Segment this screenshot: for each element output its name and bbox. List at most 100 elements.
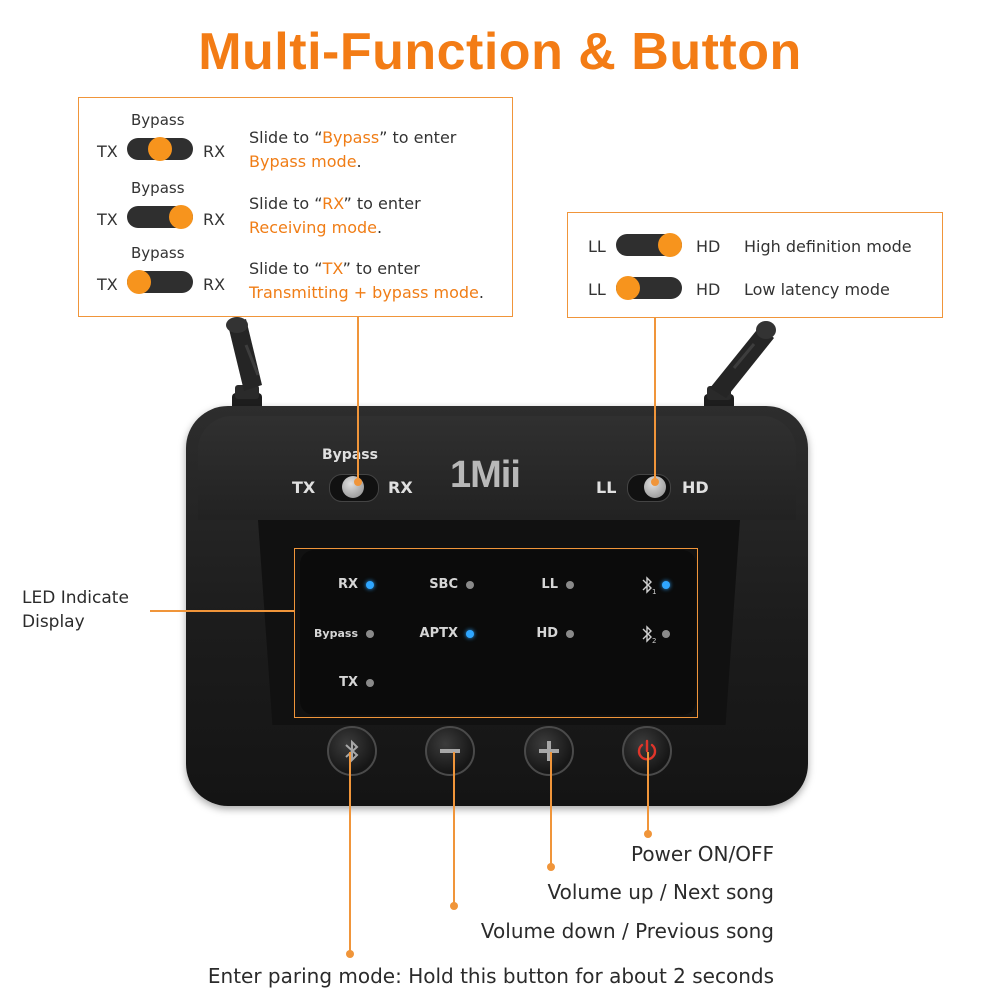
desc-mode: Bypass mode [249,152,357,171]
desc-text: ” to enter [343,194,421,213]
switch-knob [644,476,666,498]
desc-text: Slide to “ [249,128,323,147]
volume-down-callout: Volume down / Previous song [480,919,774,943]
toggle-knob [658,233,682,257]
mode-switch-legend: Bypass TX RX Slide to “Bypass” to enter … [78,97,513,317]
volup-callout-line [550,752,552,866]
pairing-callout: Enter paring mode: Hold this button for … [207,964,774,988]
led-label-hd: HD [536,626,558,641]
voldown-callout-line [453,752,455,904]
mode-toggle-rx [127,205,193,229]
led-label-aptx: APTX [419,626,458,641]
brand-logo: 1Mii [450,454,521,496]
desc-mode: Receiving mode [249,218,377,237]
device-rx-label: RX [388,478,413,497]
pairing-callout-line [349,752,351,952]
volup-callout-dot [547,863,555,871]
desc-text: ” to enter [379,128,457,147]
led-callout-line2: Display [22,612,85,632]
led-callout-line [150,610,295,612]
desc-highlight: TX [322,259,343,278]
codec-toggle-ll [616,276,682,300]
volume-up-callout: Volume up / Next song [547,880,774,904]
hd-label: HD [696,280,721,299]
desc-text: Slide to “ [249,259,323,278]
mode-toggle-tx [127,270,193,294]
desc-text: Slide to “ [249,194,323,213]
led-rx [366,581,374,589]
led-display-highlight [294,548,698,718]
bluetooth-button[interactable] [327,726,377,776]
desc-end: . [478,283,484,302]
ll-description: Low latency mode [744,280,890,299]
bluetooth-1-icon: 1 [640,575,658,596]
plus-icon [539,741,559,761]
led-bypass [366,630,374,638]
toggle-knob [148,137,172,161]
led-hd [566,630,574,638]
toggle-knob [616,276,640,300]
codec-toggle-hd [616,233,682,257]
led-aptx [466,630,474,638]
device-ll-label: LL [596,478,617,497]
codec-switch-legend: LL HD High definition mode LL HD Low lat… [567,212,943,318]
desc-highlight: RX [322,194,344,213]
device-codec-switch[interactable] [627,474,671,502]
led-ll [566,581,574,589]
tx-label: TX [97,142,118,161]
desc-mode: Transmitting + bypass mode [249,283,479,302]
led-bt1 [662,581,670,589]
led-label-bypass: Bypass [314,627,358,640]
desc-highlight: Bypass [322,128,380,147]
device-tx-label: TX [292,478,316,497]
codec-callout-line [654,317,656,480]
mode-callout-dot [354,478,362,486]
tx-description: Slide to “TX” to enter Transmitting + by… [249,257,484,305]
device-bezel [198,416,796,520]
bypass-label: Bypass [131,244,185,262]
codec-callout-dot [651,478,659,486]
tx-label: TX [97,210,118,229]
power-callout-dot [644,830,652,838]
device-mode-switch[interactable] [329,474,379,502]
volume-down-button[interactable] [425,726,475,776]
toggle-knob [127,270,151,294]
led-label-tx: TX [339,675,358,690]
desc-text: ” to enter [342,259,420,278]
toggle-knob [169,205,193,229]
ll-label: LL [588,280,606,299]
power-callout-line [647,752,649,832]
mode-callout-line [357,316,359,480]
led-bt2 [662,630,670,638]
led-callout-line1: LED Indicate [22,588,129,608]
rx-label: RX [203,142,226,161]
rx-label: RX [203,275,226,294]
led-label-rx: RX [337,577,358,592]
hd-description: High definition mode [744,237,912,256]
led-label-sbc: SBC [429,577,458,592]
led-label-ll: LL [541,577,558,592]
tx-label: TX [97,275,118,294]
led-display-callout: LED Indicate Display [22,586,129,634]
mode-toggle-bypass [127,137,193,161]
volume-up-button[interactable] [524,726,574,776]
bluetooth-icon [345,739,359,763]
bypass-label: Bypass [131,179,185,197]
svg-text:2: 2 [652,637,656,644]
led-sbc [466,581,474,589]
bluetooth-2-icon: 2 [640,624,658,645]
bypass-label: Bypass [131,111,185,129]
power-callout: Power ON/OFF [630,842,774,866]
rx-label: RX [203,210,226,229]
desc-end: . [356,152,362,171]
pairing-callout-dot [346,950,354,958]
ll-label: LL [588,237,606,256]
svg-text:1: 1 [652,588,656,595]
desc-end: . [377,218,383,237]
rx-description: Slide to “RX” to enter Receiving mode. [249,192,421,240]
led-tx [366,679,374,687]
device-bypass-label: Bypass [322,447,378,463]
bypass-description: Slide to “Bypass” to enter Bypass mode. [249,126,456,174]
voldown-callout-dot [450,902,458,910]
page-title: Multi-Function & Button [198,23,802,81]
